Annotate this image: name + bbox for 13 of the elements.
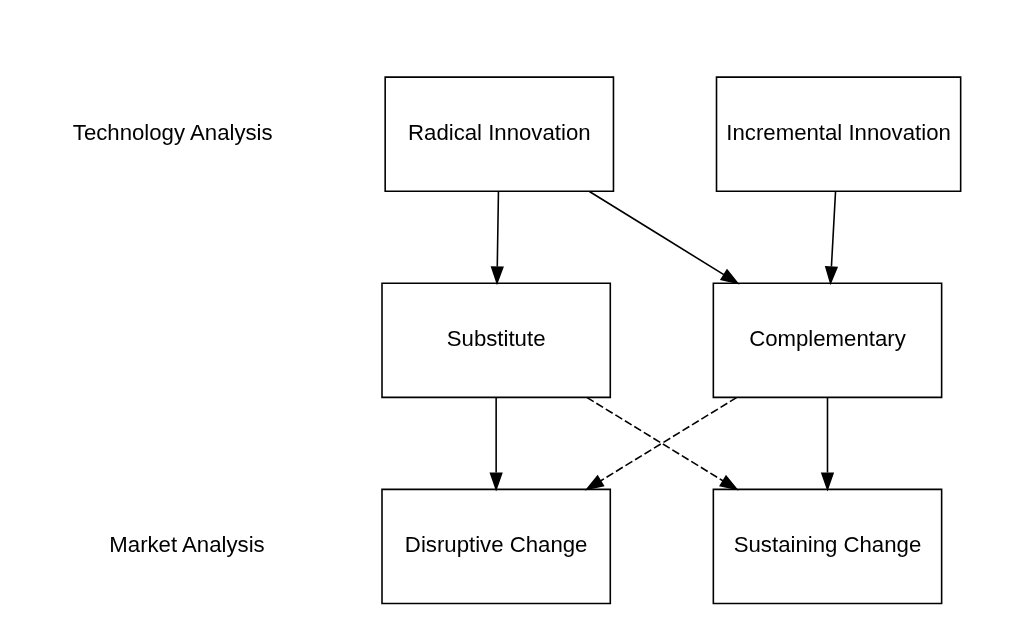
node-box: Incremental Innovation [715, 76, 961, 193]
arrow [824, 191, 838, 286]
node-box: Complementary [712, 282, 942, 399]
node-box: Disruptive Change [380, 488, 611, 605]
arrow [490, 191, 504, 286]
node-box: Radical Innovation [383, 76, 614, 193]
node-box: Sustaining Change [712, 488, 942, 605]
label: Technology Analysis [72, 120, 273, 146]
arrow [488, 397, 503, 492]
arrow [588, 190, 740, 285]
label: Market Analysis [108, 532, 265, 558]
arrow [820, 397, 834, 492]
node-box: Substitute [380, 282, 611, 399]
